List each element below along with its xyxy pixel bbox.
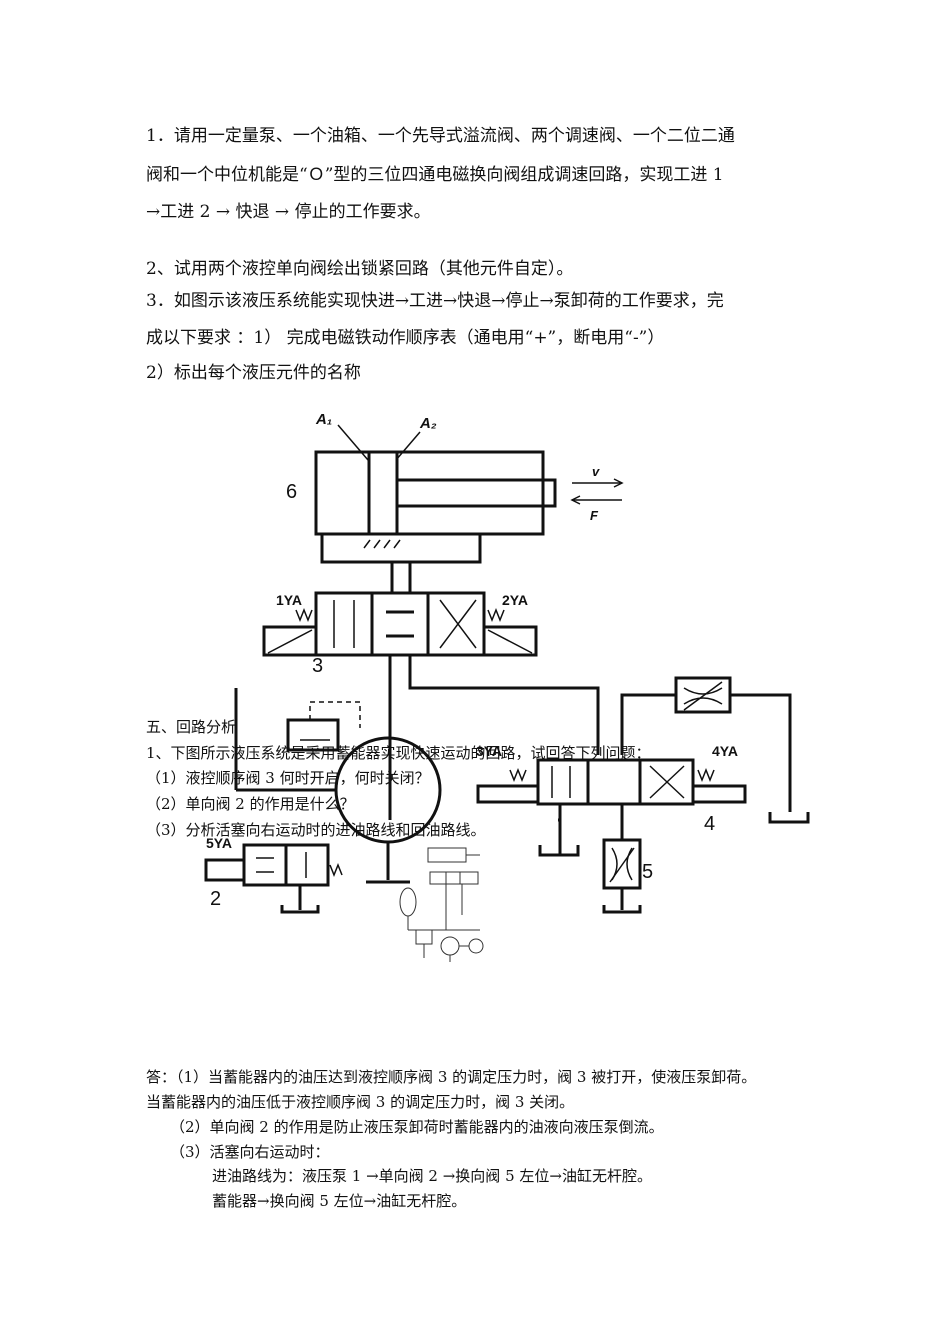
label-3: 3 <box>312 655 323 677</box>
section5-q1: 1、下图所示液压系统是采用蓄能器实现快速运动的回路，试回答下列问题： <box>146 744 651 762</box>
q3-line1: 3．如图示该液压系统能实现快进→工进→快退→停止→泵卸荷的工作要求，完 <box>146 291 724 311</box>
q1-line3: →工进 2 → 快退 → 停止的工作要求。 <box>146 202 431 222</box>
label-3ya: 3YA <box>476 743 502 759</box>
label-5: 5 <box>642 861 653 883</box>
label-a2: A₂ <box>419 415 437 432</box>
cylinder-body <box>314 450 545 536</box>
small-schematic-thumbnail <box>399 847 484 962</box>
label-v: v <box>592 464 600 479</box>
q2-text: 2、试用两个液控单向阀绘出锁紧回路（其他元件自定）。 <box>146 259 574 279</box>
piston <box>367 450 399 536</box>
flow-control-top <box>674 676 732 714</box>
section5-sub2: （2）单向阀 2 的作用是什么？ <box>146 795 355 813</box>
section5-sub3: （3）分析活塞向右运动时的进油路线和回油路线。 <box>146 821 486 839</box>
label-f: F <box>590 508 599 523</box>
answer-3: （3）活塞向右运动时： <box>170 1143 330 1161</box>
q1-line2: 阀和一个中位机能是“Ｏ”型的三位四通电磁换向阀组成调速回路，实现工进 1 <box>146 165 724 185</box>
q3-line3: 2）标出每个液压元件的名称 <box>146 363 361 383</box>
label-4ya: 4YA <box>712 743 738 759</box>
answer-1-line1: 答：（1）当蓄能器内的油压达到液控顺序阀 3 的调定压力时，阀 3 被打开，使液… <box>146 1068 757 1086</box>
section5-heading: 五、回路分析 <box>146 718 237 736</box>
answer-3-acc: 蓄能器→换向阀 5 左位→油缸无杆腔。 <box>212 1192 467 1210</box>
label-a1: A₁ <box>315 411 332 428</box>
valve3-body <box>314 591 486 657</box>
answer-3-in: 进油路线为：液压泵 1 →单向阀 2 →换向阀 5 左位→油缸无杆腔。 <box>212 1167 652 1185</box>
label-2ya: 2YA <box>502 592 528 608</box>
label-1ya: 1YA <box>276 592 302 608</box>
piston-rod <box>395 478 557 508</box>
answer-2: （2）单向阀 2 的作用是防止液压泵卸荷时蓄能器内的油液向液压泵倒流。 <box>170 1118 664 1136</box>
valve4-body <box>536 758 695 806</box>
q1-line1: 1．请用一定量泵、一个油箱、一个先导式溢流阀、两个调速阀、一个二位二通 <box>146 126 735 146</box>
cylinder-base <box>320 532 482 564</box>
label-2: 2 <box>210 888 221 910</box>
label-5ya: 5YA <box>206 835 232 851</box>
label-6: 6 <box>286 481 297 503</box>
answer-1-line2: 当蓄能器内的油压低于液控顺序阀 3 的调定压力时，阀 3 关闭。 <box>146 1093 575 1111</box>
relief-valve <box>286 718 340 752</box>
section5-sub1: （1）液控顺序阀 3 何时开启，何时关闭？ <box>146 769 430 787</box>
label-4: 4 <box>704 813 715 835</box>
q3-line2: 成以下要求 ：1） 完成电磁铁动作顺序表（通电用“+”，断电用“-”） <box>146 328 665 348</box>
